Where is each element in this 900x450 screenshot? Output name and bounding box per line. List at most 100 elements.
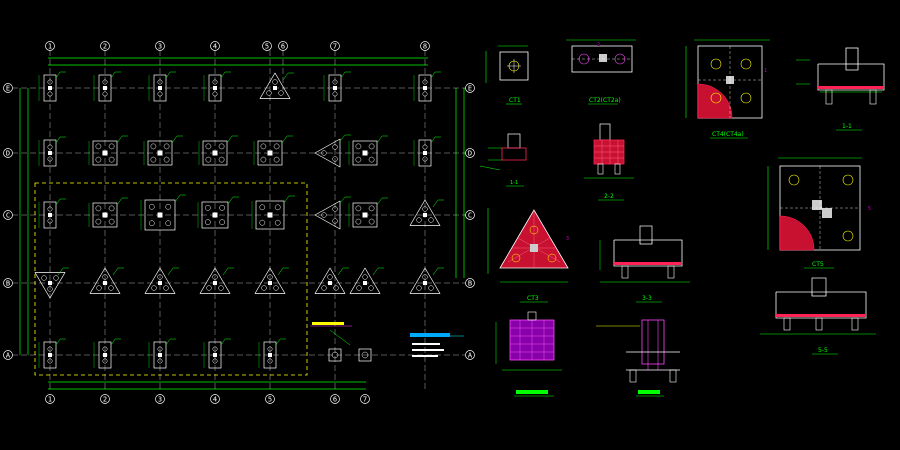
detail-ct4: 1 CT4(CT4a) — [685, 39, 770, 139]
pile-cap — [348, 197, 388, 228]
column-axis-bubble-top: 5 — [262, 41, 272, 51]
row-axis-bubble: D — [3, 148, 13, 158]
ct1-label: CT1 — [509, 97, 521, 104]
pile-cap-triangle — [409, 199, 444, 226]
row-axis-bubble: C — [3, 210, 13, 220]
column-axis-bubble-bottom: 7 — [360, 394, 370, 404]
detail-column-rebar — [495, 311, 562, 397]
pile-cap — [148, 71, 176, 102]
column-axis-label: 4 — [213, 43, 217, 51]
row-axis-bubble: E — [3, 83, 13, 93]
column-axis-label: 5 — [265, 43, 269, 51]
pile-cap-triangle — [314, 134, 351, 168]
row-axis-bubble: B — [465, 278, 475, 288]
row-axis-label: B — [468, 280, 472, 288]
column-axis-label: 1 — [48, 396, 52, 404]
pile-cap — [203, 71, 231, 102]
row-axis-bubble: A — [3, 350, 13, 360]
pile-cap — [197, 196, 239, 229]
column-axis-label: 7 — [363, 396, 367, 404]
pile-cap — [413, 136, 441, 167]
row-axis-label: D — [6, 150, 10, 158]
pile-cap — [203, 338, 231, 369]
row-axis-bubble: E — [465, 83, 475, 93]
pile-cap — [88, 197, 128, 228]
section-5-5: 5-5 — [760, 277, 876, 355]
grid-lines — [12, 50, 470, 392]
svg-text:5: 5 — [868, 206, 871, 212]
detail-pile-connection — [596, 319, 680, 397]
row-axis-label: D — [468, 150, 472, 158]
section-5-label: 5-5 — [818, 347, 828, 354]
row-axis-bubble: C — [465, 210, 475, 220]
row-axis-label: B — [6, 280, 10, 288]
pile-cap — [251, 195, 295, 230]
section-2-label: 2-2 — [604, 193, 614, 200]
column-axis-bubble-bottom: 1 — [45, 394, 55, 404]
pile-cap — [198, 135, 238, 166]
row-axis-label: C — [6, 212, 10, 220]
pile-cap — [38, 198, 66, 229]
column-axis-bubble-bottom: 3 — [155, 394, 165, 404]
pile-caps — [34, 71, 444, 369]
pile-cap — [88, 135, 128, 166]
pile-cap — [323, 71, 351, 102]
column-axis-bubble-top: 3 — [155, 41, 165, 51]
plan-note-2 — [310, 322, 352, 346]
section-2-2: 2-2 — [584, 123, 634, 201]
plan-note — [410, 333, 464, 357]
column-axis-bubble-bottom: 4 — [210, 394, 220, 404]
pile-cap-triangle — [314, 196, 351, 230]
pile-cap-triangle — [144, 267, 179, 294]
ct4-label: CT4(CT4a) — [712, 131, 744, 138]
column-axis-bubble-top: 4 — [210, 41, 220, 51]
pile-cap-triangle — [89, 267, 124, 294]
column-axis-label: 5 — [268, 396, 272, 404]
pile-cap — [38, 338, 66, 369]
column-axis-label: 6 — [281, 43, 285, 51]
pile-cap — [140, 194, 186, 231]
row-axis-label: E — [6, 85, 10, 93]
row-axis-bubble: D — [465, 148, 475, 158]
column-axis-label: 4 — [213, 396, 217, 404]
row-axis-label: C — [468, 212, 472, 220]
row-axis-bubble: B — [3, 278, 13, 288]
column-axis-label: 3 — [158, 43, 162, 51]
ct5-label: CT5 — [812, 261, 824, 268]
row-axis-label: A — [6, 352, 11, 360]
column-axis-bubble-bottom: 5 — [265, 394, 275, 404]
section-3-label: 3-3 — [642, 295, 652, 302]
detail-ct5: 5 CT5 — [767, 157, 871, 269]
row-axis-bubble: A — [465, 350, 475, 360]
section-ct1-elevation: 1-1 — [479, 133, 527, 187]
column-axis-bubble-top: 6 — [278, 41, 288, 51]
ct3-label: CT3 — [527, 295, 539, 302]
pile-cap-single — [328, 348, 342, 362]
section-1-1: 1-1 — [796, 47, 885, 131]
column-axis-label: 2 — [103, 43, 107, 51]
pile-cap — [38, 71, 66, 102]
svg-text:1-1: 1-1 — [510, 180, 518, 186]
svg-text:2: 2 — [597, 42, 600, 48]
dashed-region — [34, 182, 308, 376]
column-axis-bubble-top: 2 — [100, 41, 110, 51]
column-axis-bubble-top: 1 — [45, 41, 55, 51]
column-axis-label: 3 — [158, 396, 162, 404]
pile-cap — [253, 135, 293, 166]
detail-ct1: CT1 — [485, 45, 529, 105]
dimension-lines — [19, 57, 465, 390]
column-axis-bubble-top: 7 — [330, 41, 340, 51]
pile-cap-triangle — [409, 267, 444, 294]
column-axis-label: 1 — [48, 43, 52, 51]
svg-text:3: 3 — [566, 236, 569, 242]
pile-cap-triangle — [254, 267, 289, 294]
section-3-3: 3-3 — [599, 225, 690, 303]
svg-text:1: 1 — [764, 68, 767, 74]
detail-ct3: 3 CT3 — [487, 208, 569, 303]
pile-cap-triangle — [199, 267, 234, 294]
pile-cap — [143, 135, 183, 166]
pile-cap — [258, 338, 286, 369]
pile-cap-triangle — [314, 267, 349, 294]
pile-cap-triangle — [349, 267, 384, 294]
